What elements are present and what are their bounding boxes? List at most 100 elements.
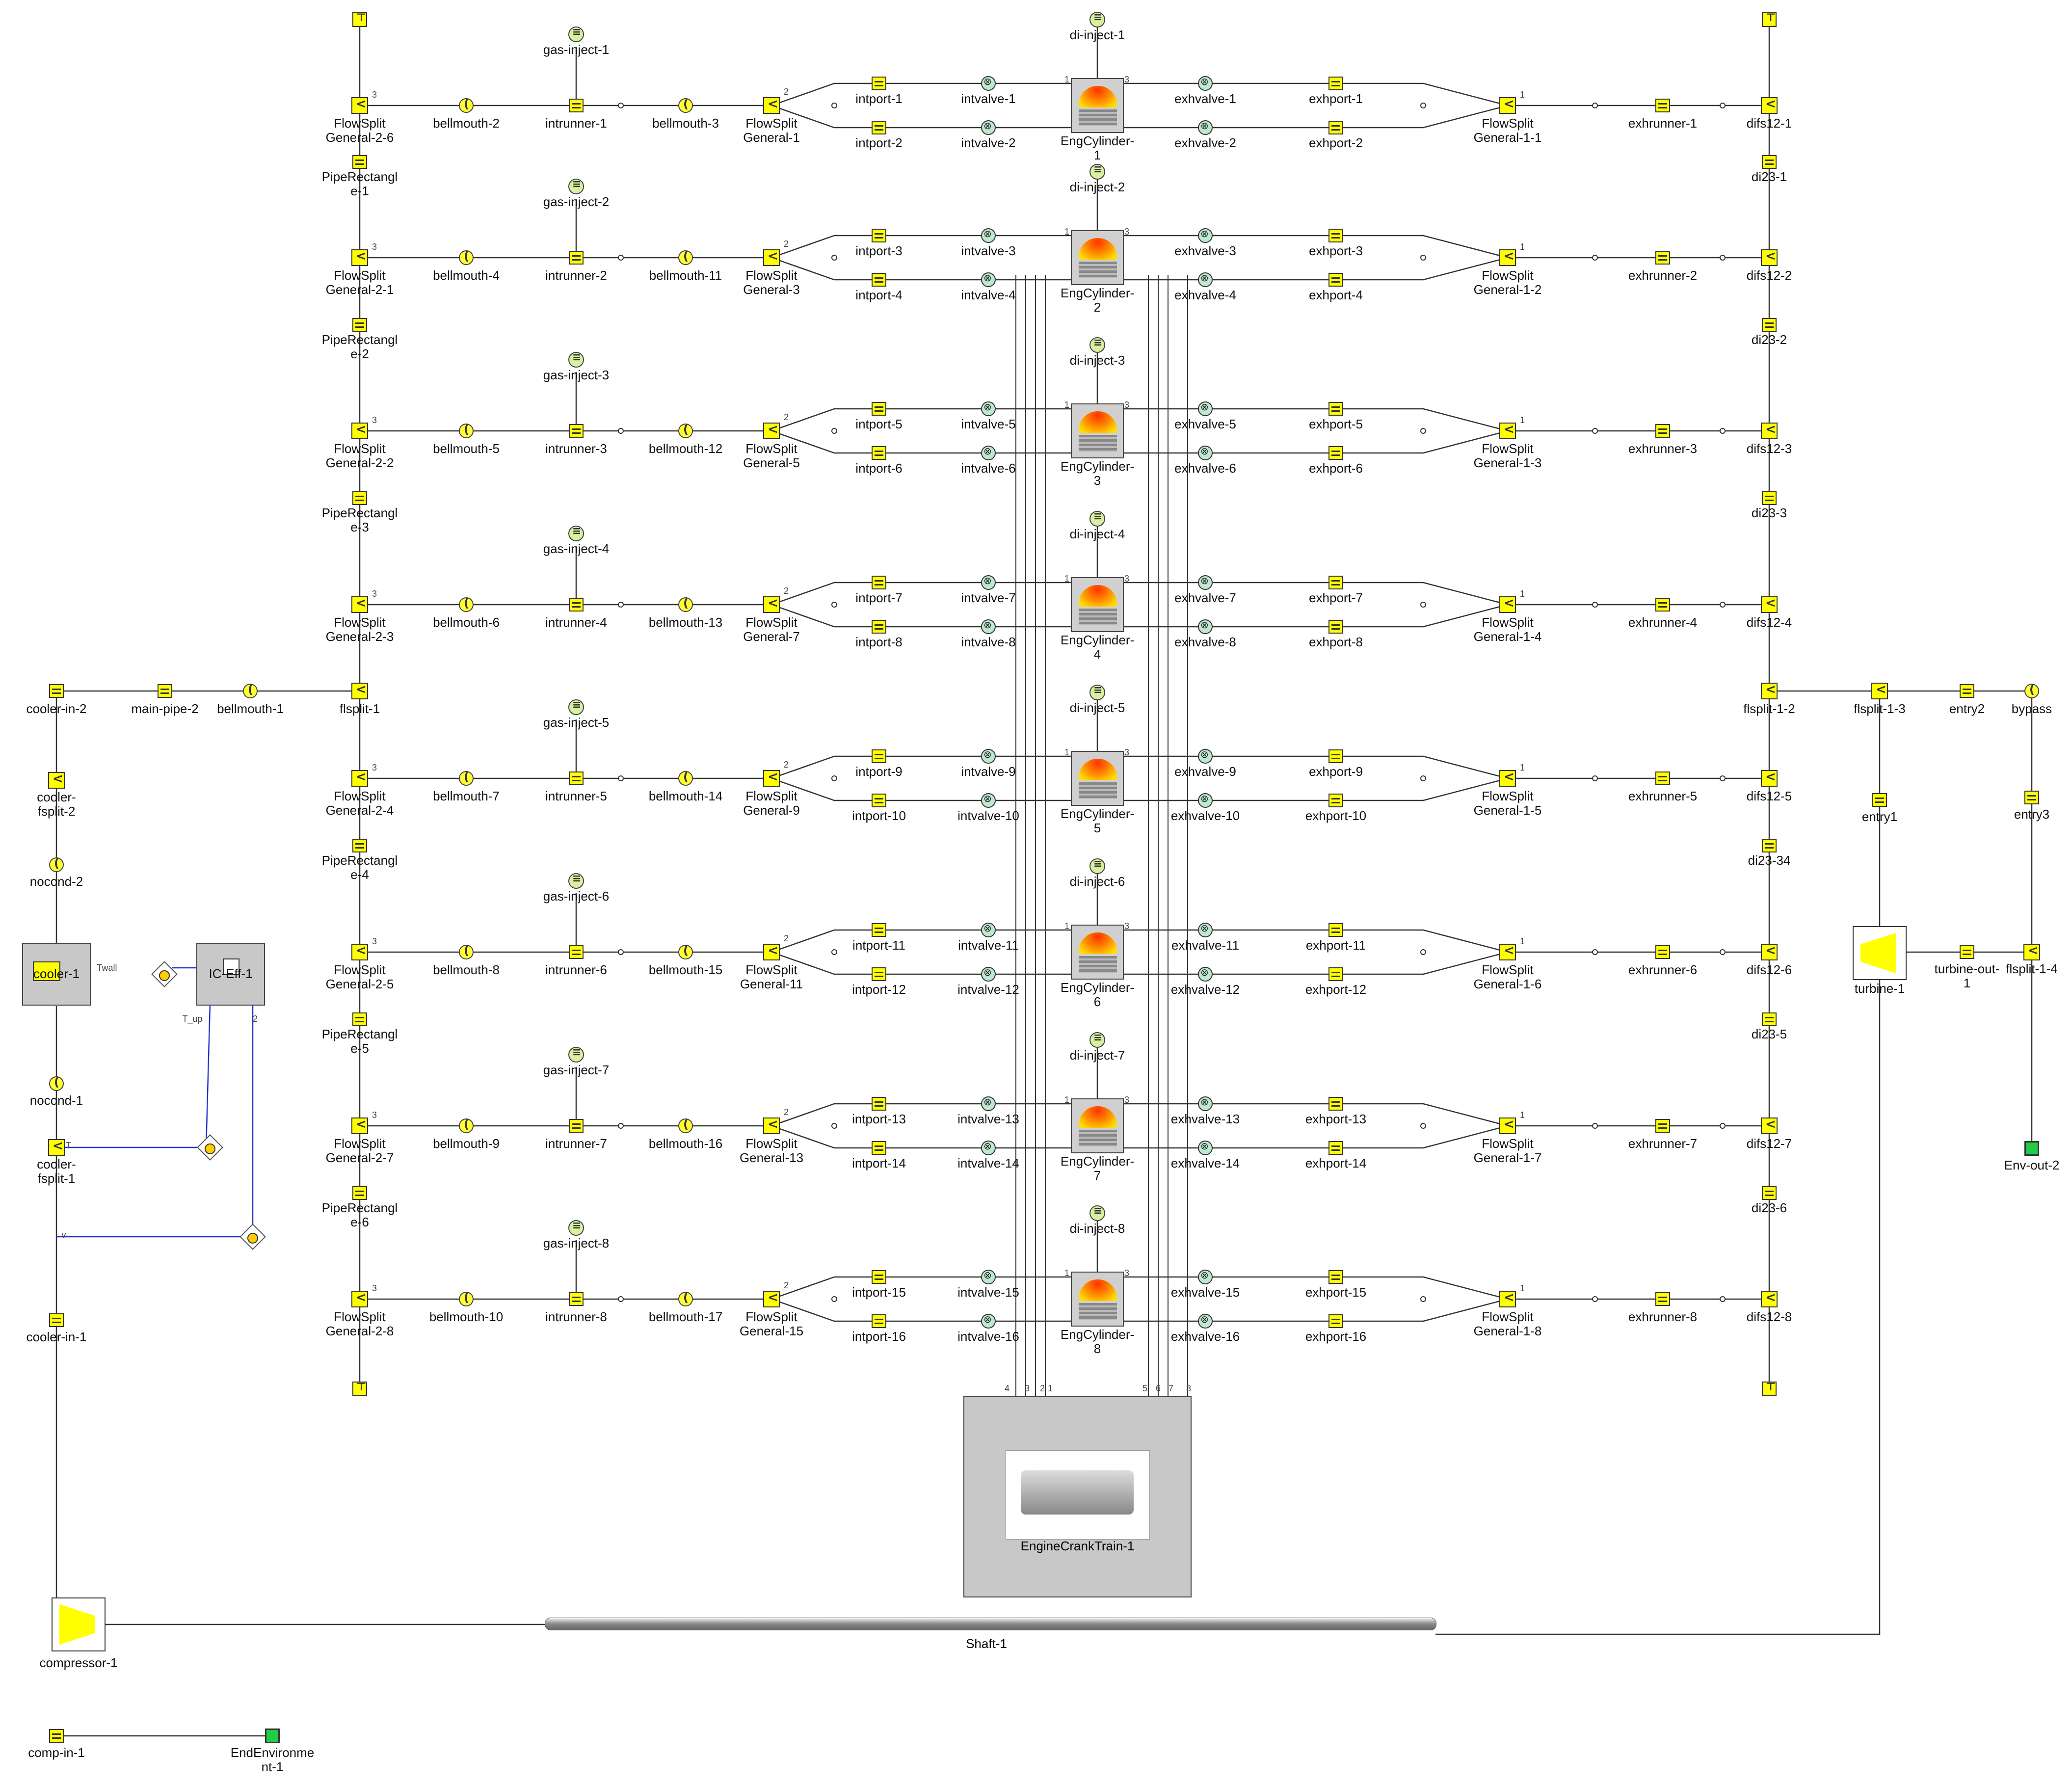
intrunner[interactable] bbox=[569, 99, 584, 112]
engine-cylinder[interactable] bbox=[1071, 1098, 1124, 1153]
intport-b[interactable] bbox=[872, 794, 886, 807]
main-pipe-2[interactable] bbox=[158, 684, 172, 698]
di23-pipe[interactable] bbox=[1762, 155, 1777, 169]
gas-inject[interactable] bbox=[568, 1046, 584, 1063]
exhvalve-a[interactable] bbox=[1198, 922, 1213, 937]
exhvalve-b[interactable] bbox=[1198, 120, 1213, 135]
exhport-a[interactable] bbox=[1328, 77, 1343, 90]
di-inject[interactable] bbox=[1089, 1205, 1105, 1221]
intport-a[interactable] bbox=[872, 1097, 886, 1111]
flowsplit-left[interactable] bbox=[351, 770, 368, 787]
entry1[interactable] bbox=[1872, 793, 1887, 807]
difs-split[interactable] bbox=[1761, 1117, 1778, 1134]
turbine-out-1[interactable] bbox=[1960, 945, 1974, 959]
intvalve-a[interactable] bbox=[981, 228, 996, 243]
sensor-v[interactable] bbox=[239, 1223, 266, 1250]
flowsplit-intake[interactable] bbox=[763, 422, 780, 439]
di-inject[interactable] bbox=[1089, 858, 1105, 874]
flsplit-1-2[interactable] bbox=[1761, 682, 1778, 699]
intvalve-b[interactable] bbox=[981, 445, 996, 460]
gas-inject[interactable] bbox=[568, 351, 584, 368]
intport-a[interactable] bbox=[872, 229, 886, 242]
flowsplit-exhaust[interactable] bbox=[1499, 422, 1516, 439]
left-endcap-top[interactable] bbox=[352, 12, 367, 27]
intvalve-a[interactable] bbox=[981, 575, 996, 590]
di-inject[interactable] bbox=[1089, 11, 1105, 27]
right-endcap-bottom[interactable] bbox=[1762, 1381, 1777, 1396]
intport-a[interactable] bbox=[872, 1270, 886, 1284]
shaft-component[interactable] bbox=[545, 1618, 1436, 1630]
engine-cylinder[interactable] bbox=[1071, 925, 1124, 980]
exhport-b[interactable] bbox=[1328, 446, 1343, 460]
exhvalve-a[interactable] bbox=[1198, 575, 1213, 590]
bellmouth-b[interactable] bbox=[678, 770, 693, 786]
bellmouth-b[interactable] bbox=[678, 249, 693, 265]
bellmouth-b[interactable] bbox=[678, 423, 693, 438]
bellmouth-a[interactable] bbox=[459, 249, 474, 265]
di23-pipe[interactable] bbox=[1762, 1186, 1777, 1200]
nocond-2[interactable] bbox=[49, 856, 64, 872]
intrunner[interactable] bbox=[569, 251, 584, 265]
flowsplit-exhaust[interactable] bbox=[1499, 770, 1516, 787]
di23-pipe[interactable] bbox=[1762, 1012, 1777, 1026]
exhport-a[interactable] bbox=[1328, 402, 1343, 416]
exhvalve-b[interactable] bbox=[1198, 1313, 1213, 1329]
bellmouth-a[interactable] bbox=[459, 1117, 474, 1133]
flowsplit-intake[interactable] bbox=[763, 97, 780, 114]
intrunner[interactable] bbox=[569, 945, 584, 959]
engine-cylinder[interactable] bbox=[1071, 751, 1124, 806]
gas-inject[interactable] bbox=[568, 1220, 584, 1236]
intport-a[interactable] bbox=[872, 749, 886, 763]
end-environment-1[interactable] bbox=[265, 1729, 280, 1743]
pipe-rectangle[interactable] bbox=[352, 839, 367, 852]
entry2[interactable] bbox=[1960, 684, 1974, 698]
intvalve-b[interactable] bbox=[981, 1313, 996, 1329]
comp-in-1[interactable] bbox=[49, 1729, 64, 1743]
exhport-b[interactable] bbox=[1328, 1314, 1343, 1328]
ic-eff-1[interactable] bbox=[196, 943, 265, 1006]
di23-pipe[interactable] bbox=[1762, 491, 1777, 505]
bellmouth-a[interactable] bbox=[459, 944, 474, 959]
intvalve-a[interactable] bbox=[981, 76, 996, 91]
intport-a[interactable] bbox=[872, 923, 886, 937]
flowsplit-exhaust[interactable] bbox=[1499, 1117, 1516, 1134]
exhrunner[interactable] bbox=[1655, 771, 1670, 785]
intvalve-a[interactable] bbox=[981, 922, 996, 937]
intport-a[interactable] bbox=[872, 77, 886, 90]
cooler-1[interactable] bbox=[22, 943, 91, 1006]
intrunner[interactable] bbox=[569, 1119, 584, 1133]
difs-split[interactable] bbox=[1761, 1290, 1778, 1307]
engine-cylinder[interactable] bbox=[1071, 1272, 1124, 1327]
exhport-a[interactable] bbox=[1328, 1270, 1343, 1284]
exhvalve-b[interactable] bbox=[1198, 272, 1213, 287]
pipe-rectangle[interactable] bbox=[352, 491, 367, 505]
exhvalve-b[interactable] bbox=[1198, 793, 1213, 808]
exhrunner[interactable] bbox=[1655, 945, 1670, 959]
engine-cylinder[interactable] bbox=[1071, 577, 1124, 632]
bellmouth-a[interactable] bbox=[459, 596, 474, 612]
intport-b[interactable] bbox=[872, 446, 886, 460]
cooler-in-2[interactable] bbox=[49, 684, 64, 698]
flowsplit-left[interactable] bbox=[351, 249, 368, 266]
exhvalve-a[interactable] bbox=[1198, 76, 1213, 91]
intport-b[interactable] bbox=[872, 620, 886, 634]
flowsplit-intake[interactable] bbox=[763, 770, 780, 787]
intport-b[interactable] bbox=[872, 273, 886, 287]
intvalve-b[interactable] bbox=[981, 1140, 996, 1155]
bellmouth-b[interactable] bbox=[678, 596, 693, 612]
bellmouth-b[interactable] bbox=[678, 1117, 693, 1133]
exhvalve-b[interactable] bbox=[1198, 966, 1213, 982]
intport-b[interactable] bbox=[872, 1314, 886, 1328]
engine-cylinder[interactable] bbox=[1071, 403, 1124, 458]
pipe-rectangle[interactable] bbox=[352, 1186, 367, 1200]
di-inject[interactable] bbox=[1089, 510, 1105, 527]
gas-inject[interactable] bbox=[568, 178, 584, 194]
exhvalve-b[interactable] bbox=[1198, 445, 1213, 460]
engine-cylinder[interactable] bbox=[1071, 78, 1124, 133]
exhport-b[interactable] bbox=[1328, 1141, 1343, 1155]
exhport-a[interactable] bbox=[1328, 1097, 1343, 1111]
flowsplit-exhaust[interactable] bbox=[1499, 1290, 1516, 1307]
exhport-b[interactable] bbox=[1328, 121, 1343, 134]
difs-split[interactable] bbox=[1761, 249, 1778, 266]
exhrunner[interactable] bbox=[1655, 251, 1670, 265]
